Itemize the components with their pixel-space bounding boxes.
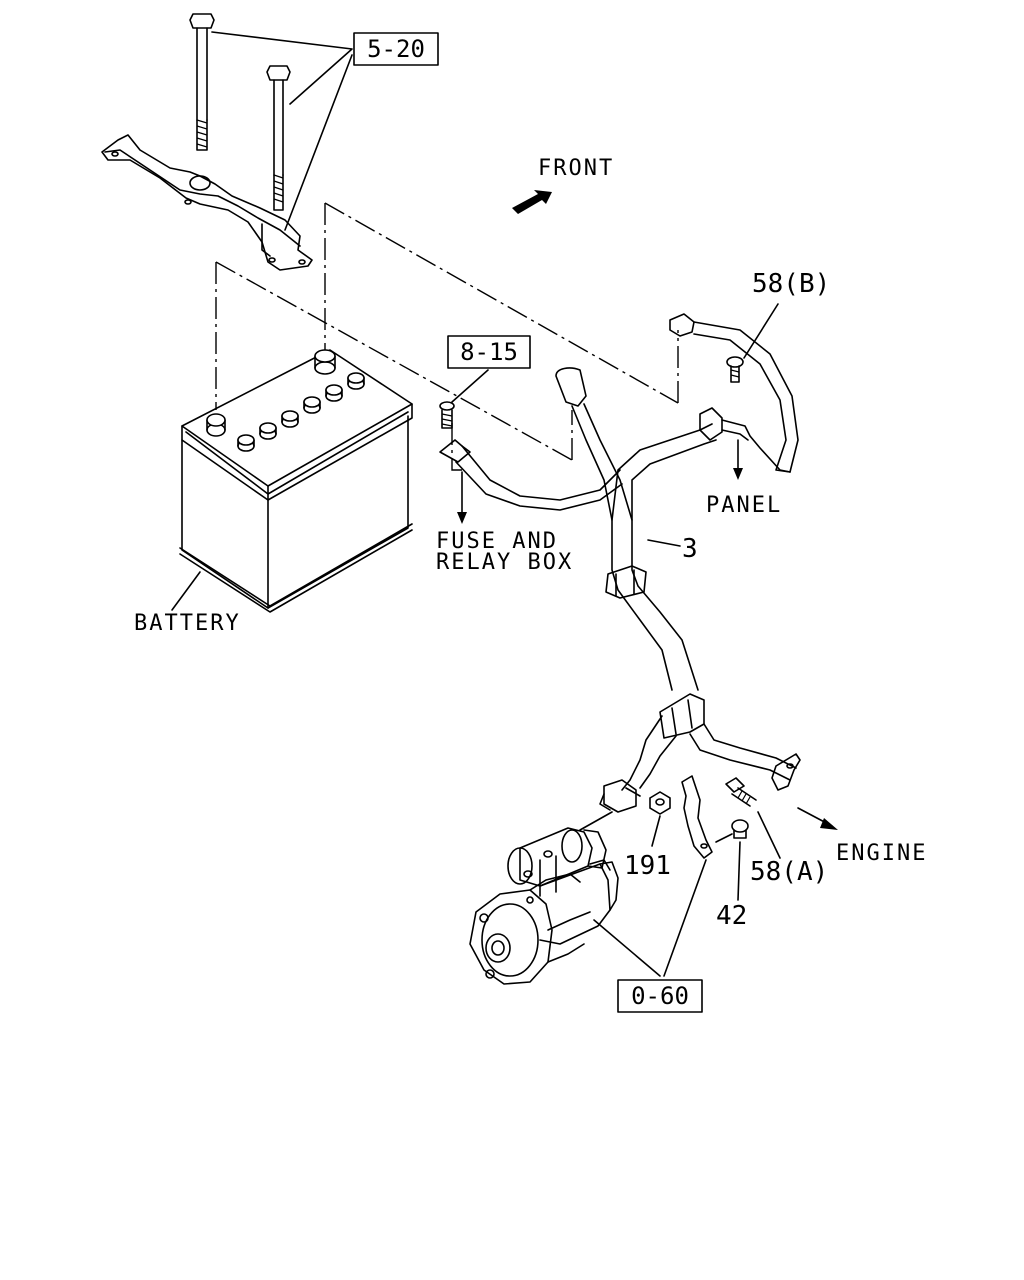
bolt-58b-leader [743, 303, 779, 359]
ref-box-5-20: 5-20 [353, 32, 439, 66]
callout-58b: 58(B) [752, 269, 830, 299]
wiring-harness [439, 313, 801, 813]
front-arrow-icon [512, 190, 552, 214]
fuse-label-line2: RELAY BOX [436, 550, 573, 575]
bolt-58b [726, 356, 744, 383]
callout-42: 42 [716, 901, 747, 931]
bolt-42 [731, 819, 749, 839]
battery-leader [171, 571, 201, 611]
ref-box-8-15: 8-15 [447, 335, 531, 369]
starter-motor [469, 827, 619, 985]
direction-arrow-icon [733, 468, 743, 480]
engine-label: ENGINE [836, 841, 927, 866]
battery-label: BATTERY [134, 611, 241, 636]
callout-191: 191 [624, 851, 671, 881]
nut-191 [649, 791, 671, 815]
callout-58a: 58(A) [750, 857, 828, 887]
panel-label: PANEL [706, 493, 782, 518]
direction-arrow-icon [820, 818, 838, 830]
fuse-label-line1: FUSE AND [436, 529, 558, 554]
bolt-58a-leader [757, 811, 781, 859]
starter-bracket [681, 775, 713, 859]
callout-3: 3 [682, 534, 698, 564]
harness-leader [647, 539, 681, 547]
bolt-8-15 [439, 401, 455, 429]
ref-5-20-text: 5-20 [367, 35, 425, 63]
bolt-8-15-leader [451, 369, 489, 403]
bolt-42-arrow [715, 833, 733, 843]
nut-191-leader [651, 815, 661, 847]
front-label: FRONT [538, 156, 614, 181]
bolt-42-leader [737, 841, 741, 901]
ref-box-0-60: 0-60 [617, 979, 703, 1013]
direction-arrow-icon [457, 512, 467, 524]
bolt-58a [725, 777, 757, 807]
long-bolts [189, 13, 291, 211]
battery-bracket [101, 134, 313, 271]
ref-0-60-leaders [593, 859, 707, 977]
starter-terminal-leader [579, 811, 613, 831]
vent-caps [237, 372, 365, 452]
ref-0-60-text: 0-60 [631, 982, 689, 1010]
ref-8-15-text: 8-15 [460, 338, 518, 366]
assembly-lines [215, 202, 679, 471]
battery [179, 349, 413, 613]
